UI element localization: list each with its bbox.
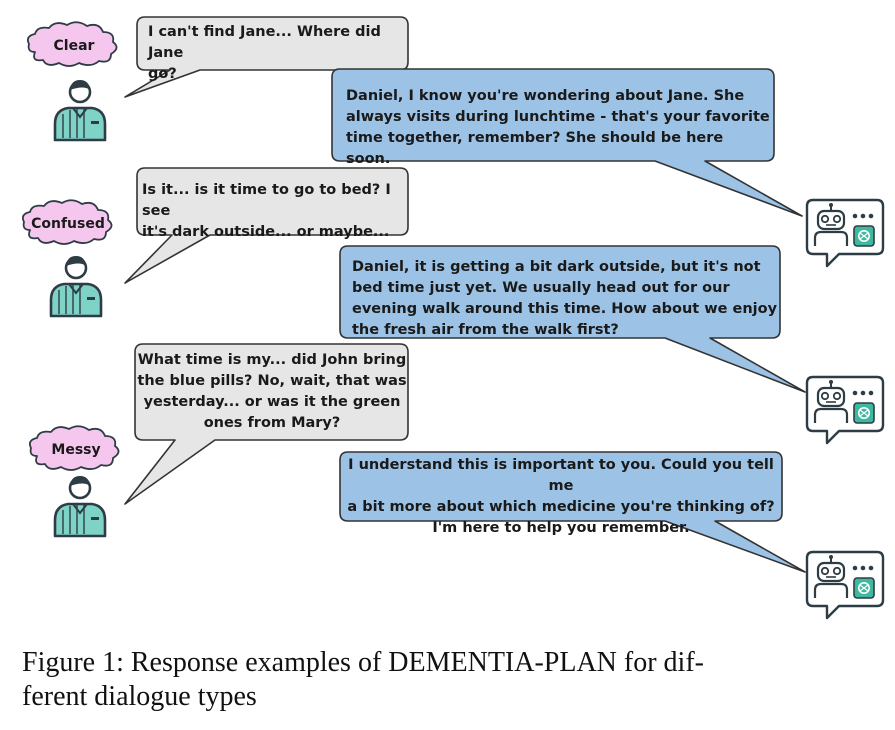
robot-assistant-icon (805, 375, 885, 445)
response-line: evening walk around this time. How about… (352, 301, 778, 317)
caption-line: Figure 1: Response examples of DEMENTIA-… (22, 647, 704, 678)
assistant-response: I understand this is important to you. C… (342, 455, 780, 539)
utterance-line: What time is my... did John bring (137, 352, 407, 368)
response-line: the fresh air from the walk first? (352, 322, 619, 338)
response-line: a bit more about which medicine you're t… (347, 499, 775, 515)
response-line: bed time just yet. We usually head out f… (352, 280, 730, 296)
robot-assistant-icon (805, 198, 885, 268)
dialogue-type-label: Confused (31, 216, 105, 232)
robot-assistant-icon (805, 550, 885, 620)
dialogue-diagram (21, 16, 885, 620)
patient-utterance: I can't find Jane... Where did Jane go? (148, 22, 406, 85)
utterance-line: Is it... is it time to go to bed? I see (142, 182, 391, 219)
assistant-bubble (331, 68, 803, 217)
utterance-line: I can't find Jane... Where did Jane (148, 24, 381, 61)
dialogue-type-label: Messy (51, 442, 101, 458)
patient-bubble (124, 167, 409, 284)
utterance-line: it's dark outside... or maybe... (142, 224, 390, 240)
response-line: time together, remember? She should be h… (346, 130, 724, 167)
patient-icon (53, 78, 107, 142)
utterance-line: the blue pills? No, wait, that was (137, 373, 407, 389)
patient-bubble (124, 343, 409, 505)
assistant-bubble (339, 451, 806, 573)
assistant-response: Daniel, it is getting a bit dark outside… (352, 257, 778, 341)
caption-line: ferent dialogue types (22, 681, 257, 712)
response-line: always visits during lunchtime - that's … (346, 109, 770, 125)
patient-utterance: What time is my... did John bring the bl… (137, 350, 407, 434)
patient-icon (53, 474, 107, 538)
dialogue-type-label: Clear (53, 38, 95, 54)
response-line: Daniel, it is getting a bit dark outside… (352, 259, 761, 275)
utterance-line: ones from Mary? (203, 415, 341, 431)
assistant-response: Daniel, I know you're wondering about Ja… (346, 86, 772, 170)
utterance-line: go? (148, 66, 177, 82)
figure-caption: Figure 1: Response examples of DEMENTIA-… (22, 646, 882, 714)
response-line: I'm here to help you remember. (432, 520, 690, 536)
patient-bubble (124, 16, 409, 98)
patient-utterance: Is it... is it time to go to bed? I see … (142, 180, 406, 243)
assistant-bubble (339, 245, 806, 393)
response-line: I understand this is important to you. C… (348, 457, 774, 494)
response-line: Daniel, I know you're wondering about Ja… (346, 88, 745, 104)
utterance-line: yesterday... or was it the green (143, 394, 401, 410)
patient-icon (49, 254, 103, 318)
